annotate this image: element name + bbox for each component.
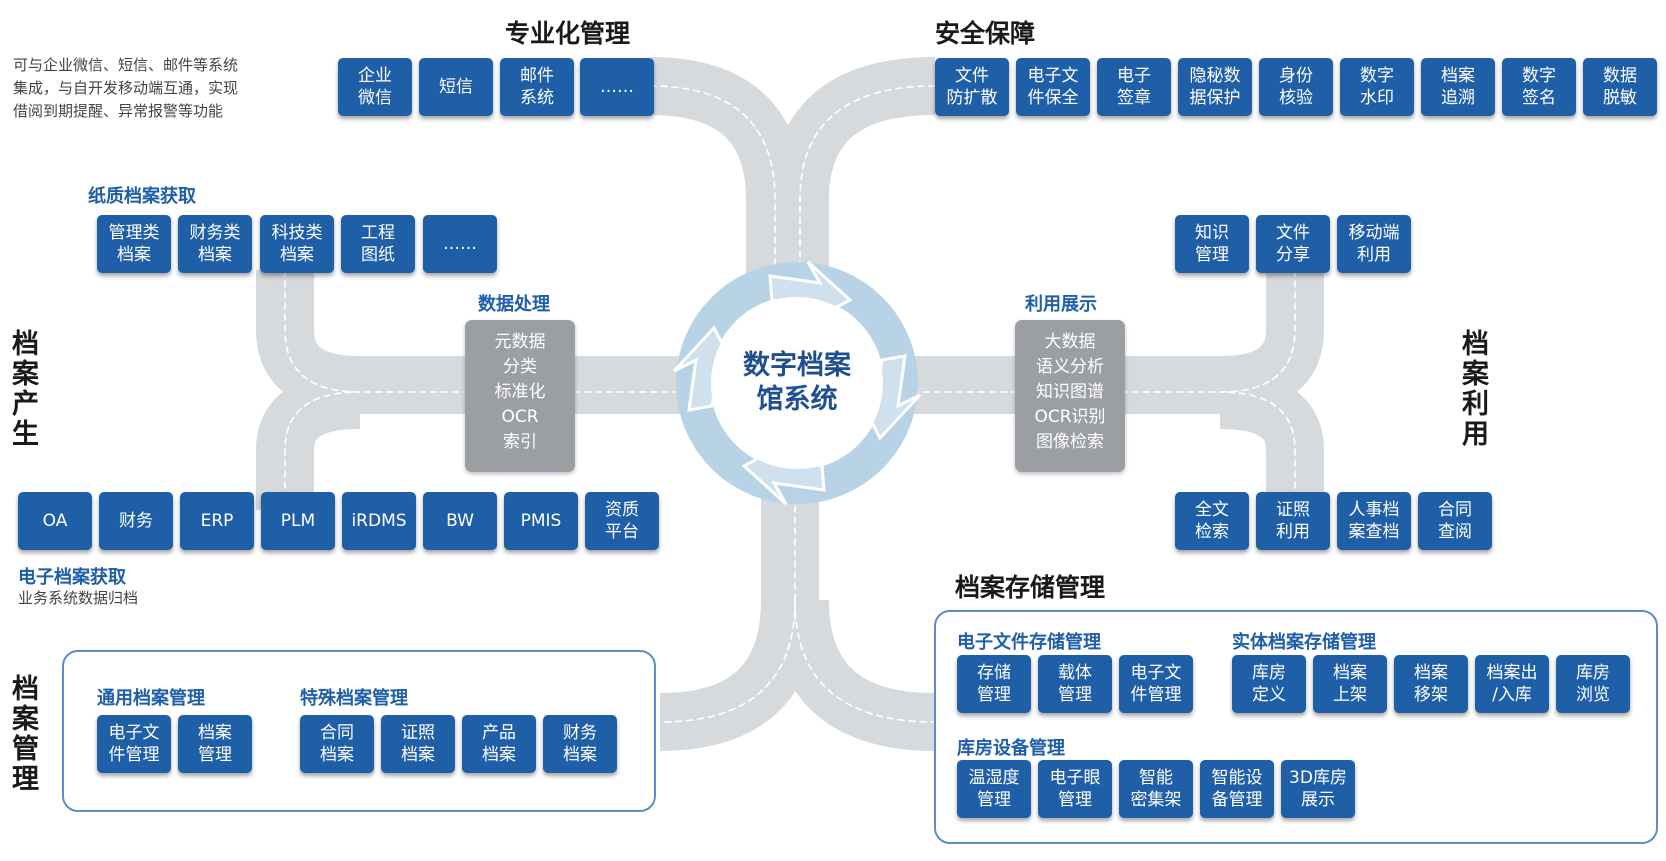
- item-oa[interactable]: OA: [18, 492, 92, 550]
- item-warehouse-definition[interactable]: 库房 定义: [1232, 655, 1306, 713]
- item-archive-trace[interactable]: 档案 追溯: [1421, 58, 1495, 116]
- item-enterprise-wechat[interactable]: 企业 微信: [338, 58, 412, 116]
- item-data-masking[interactable]: 数据 脱敏: [1583, 58, 1657, 116]
- road-bottom-left: [659, 599, 819, 751]
- item-contract-review[interactable]: 合同 查阅: [1418, 492, 1492, 550]
- display-title: 利用展示: [1025, 294, 1097, 315]
- processing-panel: 元数据 分类 标准化 OCR 索引: [465, 320, 575, 472]
- center-title: 数字档案 馆系统: [743, 350, 851, 415]
- physical-storage-title: 实体档案存储管理: [1232, 632, 1376, 653]
- item-erp[interactable]: ERP: [180, 492, 254, 550]
- item-identity-verification[interactable]: 身份 核验: [1259, 58, 1333, 116]
- item-knowledge-management[interactable]: 知识 管理: [1175, 215, 1249, 273]
- item-archive-shelving[interactable]: 档案 上架: [1313, 655, 1387, 713]
- item-paper-more[interactable]: ……: [423, 215, 497, 273]
- item-contract-archives[interactable]: 合同 档案: [300, 715, 374, 773]
- item-media-management[interactable]: 载体 管理: [1038, 655, 1112, 713]
- item-product-archives[interactable]: 产品 档案: [462, 715, 536, 773]
- item-archive-reshelving[interactable]: 档案 移架: [1394, 655, 1468, 713]
- right-vertical-title: 档案利用: [1462, 329, 1489, 450]
- road-right-loop-bottom: [1219, 371, 1324, 510]
- item-qualification-platform[interactable]: 资质 平台: [585, 492, 659, 550]
- item-digital-signature[interactable]: 数字 签名: [1502, 58, 1576, 116]
- item-license-archives[interactable]: 证照 档案: [381, 715, 455, 773]
- item-license-use[interactable]: 证照 利用: [1256, 492, 1330, 550]
- cycle-ring: [672, 260, 922, 506]
- item-e-signature[interactable]: 电子 签章: [1097, 58, 1171, 116]
- general-management-title: 通用档案管理: [97, 688, 205, 709]
- integration-note: 可与企业微信、短信、邮件等系统 集成，与自开发移动端互通，实现 借阅到期提醒、异…: [13, 56, 239, 120]
- item-smart-equipment[interactable]: 智能设 备管理: [1200, 760, 1274, 818]
- item-finance-special-archives[interactable]: 财务 档案: [543, 715, 617, 773]
- item-warehouse-browse[interactable]: 库房 浏览: [1556, 655, 1630, 713]
- item-bw[interactable]: BW: [423, 492, 497, 550]
- item-mobile-use[interactable]: 移动端 利用: [1337, 215, 1411, 273]
- electronic-acquisition-title: 电子档案获取: [18, 567, 126, 588]
- top-left-title: 专业化管理: [505, 19, 631, 48]
- item-engineering-drawings[interactable]: 工程 图纸: [341, 215, 415, 273]
- item-e-file-storage-management[interactable]: 电子文 件管理: [1119, 655, 1193, 713]
- top-right-title: 安全保障: [935, 19, 1036, 48]
- equipment-management-title: 库房设备管理: [957, 738, 1065, 759]
- item-pmis[interactable]: PMIS: [504, 492, 578, 550]
- item-admin-archives[interactable]: 管理类 档案: [97, 215, 171, 273]
- item-fulltext-search[interactable]: 全文 检索: [1175, 492, 1249, 550]
- item-finance[interactable]: 财务: [99, 492, 173, 550]
- item-archive-management[interactable]: 档案 管理: [178, 715, 252, 773]
- item-temp-humidity[interactable]: 温湿度 管理: [957, 760, 1031, 818]
- item-email-system[interactable]: 邮件 系统: [500, 58, 574, 116]
- paper-acquisition-title: 纸质档案获取: [88, 186, 196, 207]
- item-digital-watermark[interactable]: 数字 水印: [1340, 58, 1414, 116]
- item-3d-warehouse[interactable]: 3D库房 展示: [1281, 760, 1355, 818]
- item-more[interactable]: ……: [580, 58, 654, 116]
- item-file-anti-spread[interactable]: 文件 防扩散: [935, 58, 1009, 116]
- display-panel: 大数据 语义分析 知识图谱 OCR识别 图像检索: [1015, 320, 1125, 472]
- item-hr-archive-lookup[interactable]: 人事档 案查档: [1337, 492, 1411, 550]
- item-e-eye[interactable]: 电子眼 管理: [1038, 760, 1112, 818]
- storage-management-title: 档案存储管理: [955, 573, 1106, 602]
- road-bottom-right: [771, 599, 936, 751]
- item-plm[interactable]: PLM: [261, 492, 335, 550]
- processing-title: 数据处理: [478, 294, 550, 315]
- item-irdms[interactable]: iRDMS: [342, 492, 416, 550]
- item-smart-shelving[interactable]: 智能 密集架: [1119, 760, 1193, 818]
- item-archive-in-out[interactable]: 档案出 /入库: [1475, 655, 1549, 713]
- item-tech-archives[interactable]: 科技类 档案: [260, 215, 334, 273]
- item-storage-management[interactable]: 存储 管理: [957, 655, 1031, 713]
- item-e-file-preservation[interactable]: 电子文 件保全: [1016, 58, 1090, 116]
- item-private-data-protection[interactable]: 隐秘数 据保护: [1178, 58, 1252, 116]
- item-file-sharing[interactable]: 文件 分享: [1256, 215, 1330, 273]
- left-vertical-title: 档案产生: [12, 329, 39, 450]
- bottom-left-vertical-title: 档案管理: [12, 674, 39, 795]
- item-sms[interactable]: 短信: [419, 58, 493, 116]
- road-left-loop-bottom: [256, 371, 361, 510]
- electronic-acquisition-note: 业务系统数据归档: [18, 589, 139, 607]
- item-finance-archives[interactable]: 财务类 档案: [178, 215, 252, 273]
- special-management-title: 特殊档案管理: [300, 688, 408, 709]
- item-e-file-management[interactable]: 电子文 件管理: [97, 715, 171, 773]
- e-file-storage-title: 电子文件存储管理: [957, 632, 1101, 653]
